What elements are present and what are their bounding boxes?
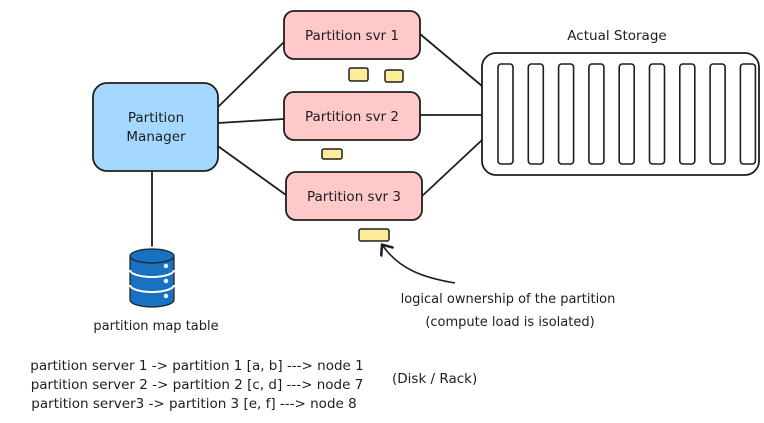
partition-server-2: Partition svr 2 (283, 91, 421, 141)
curved-arrow-icon (383, 246, 456, 284)
database-icon (129, 248, 175, 308)
partition-manager-node: Partition Manager (92, 82, 219, 172)
partition-chip (358, 228, 390, 242)
edge-manager-svr2 (217, 118, 285, 124)
annotation-line-2: (compute load is isolated) (425, 315, 594, 330)
partition-server-1: Partition svr 1 (283, 10, 421, 60)
storage-disk-slot (497, 63, 514, 165)
storage-disk-slot (739, 63, 757, 165)
storage-disk-slot (618, 63, 636, 165)
storage-disk-slot (709, 63, 726, 165)
storage-disk-slot (588, 63, 605, 165)
partition-chip (348, 67, 369, 82)
edge-svr3-storage (419, 139, 483, 199)
partition-chip (321, 148, 343, 160)
partition-mapping-list: partition server 1 -> partition 1 [a, b]… (30, 358, 477, 412)
partition-manager-label-line2: Manager (126, 129, 186, 145)
partition-server-2-label: Partition svr 2 (305, 109, 399, 125)
connectors (151, 33, 483, 247)
storage-disk-slot (527, 63, 545, 165)
storage-slots (497, 63, 757, 165)
mapping-row-3: partition server3 -> partition 3 [e, f] … (31, 396, 356, 412)
actual-storage-node: Actual Storage (481, 28, 760, 176)
edge-manager-svr1 (214, 41, 285, 111)
partition-manager-label-line1: Partition (128, 110, 184, 126)
mapping-row-2: partition server 2 -> partition 2 [c, d]… (31, 377, 364, 393)
annotation-line-1: logical ownership of the partition (401, 292, 616, 307)
partition-server-3: Partition svr 3 (285, 171, 423, 221)
edge-svr1-storage (419, 33, 483, 87)
partition-server-1-label: Partition svr 1 (305, 28, 399, 44)
actual-storage-label: Actual Storage (567, 28, 666, 44)
partition-chip (384, 69, 404, 83)
partition-server-3-label: Partition svr 3 (307, 189, 401, 205)
storage-disk-slot (678, 63, 696, 165)
storage-disk-slot (557, 63, 575, 165)
partition-map-table-label: partition map table (93, 319, 218, 334)
edge-manager-svr3 (214, 143, 287, 196)
mapping-side-note: (Disk / Rack) (392, 371, 477, 387)
mapping-row-1: partition server 1 -> partition 1 [a, b]… (30, 358, 363, 374)
storage-disk-slot (648, 63, 666, 165)
